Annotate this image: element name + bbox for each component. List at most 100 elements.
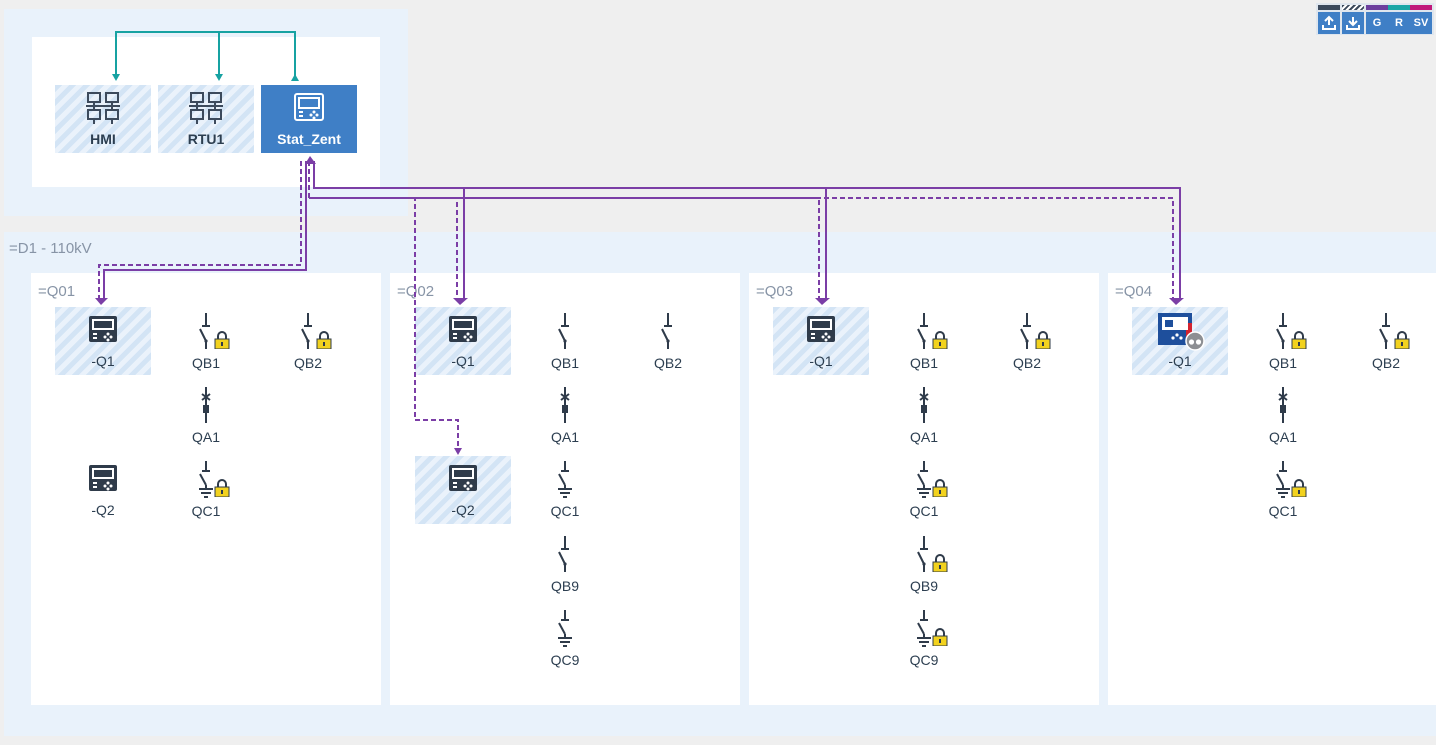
report-button[interactable]: R xyxy=(1388,5,1410,34)
switch-q01-qc1[interactable]: QC1 xyxy=(176,459,236,533)
report-label: R xyxy=(1388,12,1410,34)
switch-q02-qa1[interactable]: QA1 xyxy=(535,385,595,459)
switch-label: QB9 xyxy=(909,578,938,594)
switch-q04-qb2[interactable]: QB2 xyxy=(1356,311,1416,385)
switch-q03-qc1[interactable]: QC1 xyxy=(894,459,954,533)
breaker-icon xyxy=(1253,385,1313,425)
station-device-hmi[interactable]: HMI xyxy=(55,85,151,153)
station-device-stat-zent[interactable]: Stat_Zent xyxy=(261,85,357,153)
lock-icon xyxy=(1291,479,1307,497)
disconnector-icon xyxy=(535,534,595,574)
switch-label: QA1 xyxy=(909,429,938,445)
device-label: RTU1 xyxy=(187,131,225,147)
switch-label: QA1 xyxy=(550,429,579,445)
network-icon xyxy=(86,91,120,125)
ied-label: -Q2 xyxy=(451,502,475,518)
bay-title: =Q04 xyxy=(1115,283,1153,300)
lock-icon xyxy=(1394,331,1410,349)
switch-label: QC1 xyxy=(909,503,939,519)
earth-switch-icon xyxy=(535,608,595,648)
switch-q02-qb9[interactable]: QB9 xyxy=(535,534,595,608)
goose-label: G xyxy=(1366,12,1388,34)
ied-q03-q1[interactable]: -Q1 xyxy=(773,307,869,375)
switch-label: QC9 xyxy=(550,652,580,668)
bay-title: =Q03 xyxy=(756,283,794,300)
switch-q02-qb1[interactable]: QB1 xyxy=(535,311,595,385)
controller-icon xyxy=(294,93,324,121)
lock-icon xyxy=(214,479,230,497)
lock-icon xyxy=(316,331,332,349)
lock-icon xyxy=(932,331,948,349)
earth-switch-icon xyxy=(535,459,595,499)
switch-label: QB2 xyxy=(1371,355,1400,371)
goose-button[interactable]: G xyxy=(1366,5,1388,34)
export-button[interactable] xyxy=(1318,5,1340,34)
station-device-rtu1[interactable]: RTU1 xyxy=(158,85,254,153)
disconnector-icon xyxy=(535,311,595,351)
ied-q02-q1[interactable]: -Q1 xyxy=(415,307,511,375)
lock-icon xyxy=(214,331,230,349)
switch-q01-qb2[interactable]: QB2 xyxy=(278,311,338,385)
switch-q03-qa1[interactable]: QA1 xyxy=(894,385,954,459)
switch-label: QB2 xyxy=(653,355,682,371)
switch-label: QC9 xyxy=(909,652,939,668)
ied-q02-q2[interactable]: -Q2 xyxy=(415,456,511,524)
ied-q04-q1[interactable]: -Q1 xyxy=(1132,307,1228,375)
switch-q01-qb1[interactable]: QB1 xyxy=(176,311,236,385)
bay-title: =Q02 xyxy=(397,283,435,300)
switch-q03-qb2[interactable]: QB2 xyxy=(997,311,1057,385)
sampled-values-label: SV xyxy=(1410,12,1432,34)
ied-label: -Q1 xyxy=(451,353,475,369)
upload-icon xyxy=(1322,15,1336,30)
breaker-icon xyxy=(176,385,236,425)
switch-q03-qb1[interactable]: QB1 xyxy=(894,311,954,385)
switch-q04-qa1[interactable]: QA1 xyxy=(1253,385,1313,459)
switch-q04-qc1[interactable]: QC1 xyxy=(1253,459,1313,533)
controller-icon xyxy=(448,464,478,492)
switch-q01-qa1[interactable]: QA1 xyxy=(176,385,236,459)
lock-icon xyxy=(1291,331,1307,349)
lock-icon xyxy=(1035,331,1051,349)
breaker-icon xyxy=(894,385,954,425)
ied-label: -Q2 xyxy=(91,502,115,518)
download-icon xyxy=(1346,17,1360,30)
ied-label: -Q1 xyxy=(91,353,115,369)
ied-label: -Q1 xyxy=(809,353,833,369)
switch-label: QA1 xyxy=(1268,429,1297,445)
switch-label: QB1 xyxy=(550,355,579,371)
switch-label: QB1 xyxy=(1268,355,1297,371)
lock-icon xyxy=(932,628,948,646)
switch-label: QB1 xyxy=(909,355,938,371)
ied-label: -Q1 xyxy=(1168,353,1192,369)
switch-label: QC1 xyxy=(1268,503,1298,519)
switch-label: QC1 xyxy=(191,503,221,519)
controller-icon xyxy=(88,464,118,492)
device-label: Stat_Zent xyxy=(277,131,341,147)
switch-q02-qc9[interactable]: QC9 xyxy=(535,608,595,682)
sampled-values-button[interactable]: SV xyxy=(1410,5,1432,34)
switch-q03-qc9[interactable]: QC9 xyxy=(894,608,954,682)
switch-label: QA1 xyxy=(191,429,220,445)
controller-icon xyxy=(806,315,836,343)
device-label: HMI xyxy=(90,131,116,147)
controller-icon xyxy=(448,315,478,343)
voltage-level-title: =D1 - 110kV xyxy=(9,240,92,257)
network-icon xyxy=(189,91,223,125)
lock-icon xyxy=(932,479,948,497)
ied-q01-q1[interactable]: -Q1 xyxy=(55,307,151,375)
switch-q02-qb2[interactable]: QB2 xyxy=(638,311,698,385)
switch-q04-qb1[interactable]: QB1 xyxy=(1253,311,1313,385)
switch-label: QC1 xyxy=(550,503,580,519)
switch-label: QB1 xyxy=(191,355,220,371)
ied-q01-q2[interactable]: -Q2 xyxy=(55,456,151,524)
lock-icon xyxy=(932,554,948,572)
bay-title: =Q01 xyxy=(38,283,76,300)
disconnector-icon xyxy=(638,311,698,351)
switch-q03-qb9[interactable]: QB9 xyxy=(894,534,954,608)
switch-q02-qc1[interactable]: QC1 xyxy=(535,459,595,533)
controller-icon xyxy=(88,315,118,343)
switch-label: QB9 xyxy=(550,578,579,594)
import-button[interactable] xyxy=(1342,5,1364,34)
switch-label: QB2 xyxy=(293,355,322,371)
breaker-icon xyxy=(535,385,595,425)
